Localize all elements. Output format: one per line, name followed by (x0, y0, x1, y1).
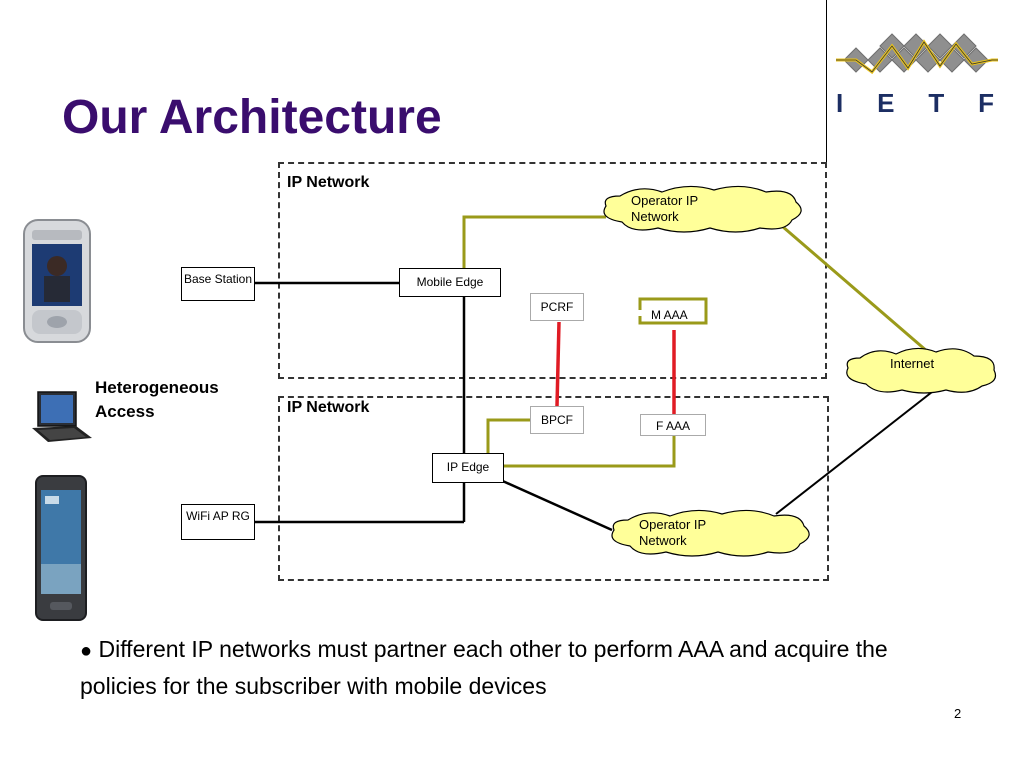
ip-network-top-label: IP Network (287, 174, 370, 191)
header-divider (826, 0, 827, 168)
logo-letter: F (978, 88, 996, 118)
operator-ip-network-top-label: Operator IP Network (631, 193, 698, 224)
f-aaa-node: F AAA (640, 414, 706, 436)
operator-ip-network-bottom-label: Operator IP Network (639, 517, 706, 548)
bullet-text: Different IP networks must partner each … (80, 636, 888, 699)
operator-ip-network-top-cloud-icon (603, 185, 802, 233)
logo-letter: T (928, 88, 947, 118)
ip-network-top-box (278, 162, 827, 379)
operator-ip-network-bottom-cloud-icon (611, 509, 810, 557)
bullet-symbol: ● (80, 640, 93, 662)
smartphone-icon (35, 475, 87, 621)
ip-network-bottom-box (278, 396, 829, 581)
bullet-point: ● Different IP networks must partner eac… (80, 632, 960, 704)
bpcf-node: BPCF (530, 406, 584, 434)
ietf-logo-icon (836, 33, 998, 75)
m-aaa-node: M AAA (651, 308, 688, 322)
base-station-node: Base Station (181, 267, 255, 301)
logo-letter: E (877, 88, 897, 118)
slide-title: Our Architecture (62, 91, 442, 144)
mobile-edge-node: Mobile Edge (399, 268, 501, 297)
ietf-letters: I E T F (836, 88, 996, 119)
logo-letter: I (836, 88, 846, 118)
page-number: 2 (954, 706, 962, 721)
phone-icon (23, 219, 91, 343)
pcrf-node: PCRF (530, 293, 584, 321)
wifi-ap-rg-node: WiFi AP RG (181, 504, 255, 540)
internet-label: Internet (890, 356, 935, 371)
ip-network-bottom-label: IP Network (287, 399, 370, 416)
heterogeneous-access-label: Heterogeneous Access (95, 378, 219, 421)
ip-edge-node: IP Edge (432, 453, 504, 483)
internet-cloud-icon (846, 347, 997, 394)
laptop-icon (32, 391, 92, 442)
